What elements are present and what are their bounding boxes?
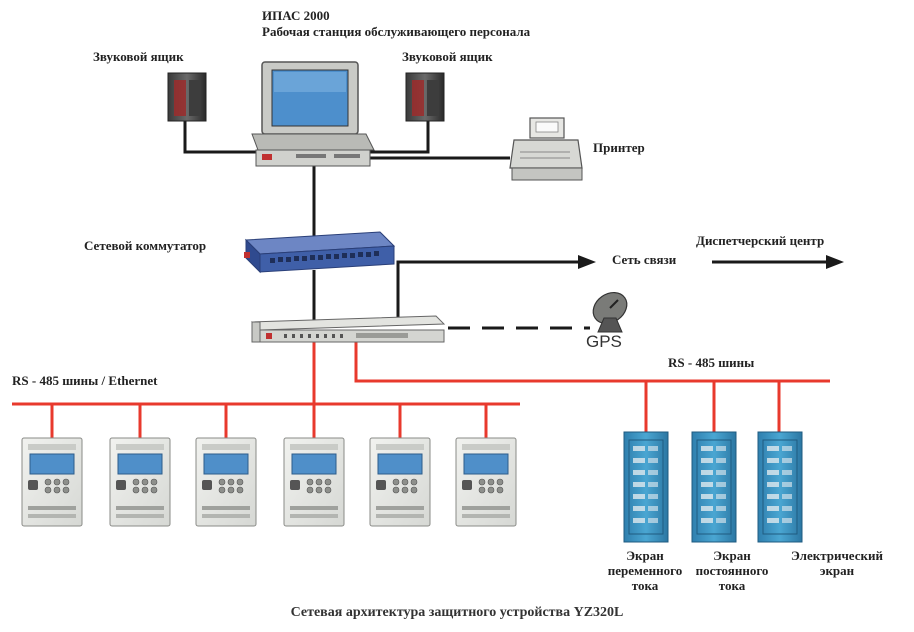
network-switch-icon	[244, 231, 396, 274]
network-arrow-head	[578, 255, 596, 269]
switch-label: Сетевой коммутатор	[84, 238, 207, 253]
dispatch-center-label: Диспетчерский центр	[696, 233, 825, 248]
workstation-subtitle: Рабочая станция обслуживающего персонала	[262, 24, 531, 39]
cabinet-3-line2: экран	[819, 563, 855, 578]
cabinet-2-line3: тока	[718, 578, 746, 593]
gps-satellite-dish-icon	[592, 291, 628, 333]
cabinet-1-line1: Экран	[626, 548, 664, 563]
speaker-left-cable	[183, 118, 262, 154]
cabinet-3-line1: Электрический	[791, 548, 883, 563]
relay-device-icon	[109, 437, 171, 527]
cabinet-1-line2: переменного	[607, 563, 683, 578]
cabinet-2-line1: Экран	[713, 548, 751, 563]
comm-network-label: Сеть связи	[612, 252, 677, 267]
cabinet-2-line2: постоянного	[695, 563, 769, 578]
bus-right-main	[354, 340, 830, 383]
speaker-left-icon	[167, 72, 207, 122]
bus-right-label: RS - 485 шины	[668, 355, 755, 370]
cabinet-1-label: Экран переменного тока	[590, 548, 700, 593]
switchgear-cabinet-icon	[691, 431, 737, 543]
cabinet-2-label: Экран постоянного тока	[682, 548, 782, 593]
speaker-left-label: Звуковой ящик	[93, 49, 184, 64]
relay-device-icon	[369, 437, 431, 527]
relay-device-icon	[455, 437, 517, 527]
protocol-converter-icon	[250, 315, 446, 343]
signal-lines	[183, 118, 828, 320]
relay-device-icon	[21, 437, 83, 527]
relay-device-icon	[283, 437, 345, 527]
workstation-computer-icon	[251, 61, 375, 167]
rs485-bus-lines	[12, 340, 830, 440]
cabinet-3-label: Электрический экран	[774, 548, 900, 578]
workstation-title: ИПАС 2000	[262, 8, 330, 23]
printer-icon	[509, 117, 583, 181]
gps-label: GPS	[586, 332, 622, 351]
bus-left-label: RS - 485 шины / Ethernet	[12, 373, 158, 388]
figure-caption: Сетевая архитектура защитного устройства…	[290, 605, 624, 620]
cabinet-1-line3: тока	[631, 578, 659, 593]
printer-label: Принтер	[593, 140, 645, 155]
relay-device-icon	[195, 437, 257, 527]
switchgear-cabinet-icon	[623, 431, 669, 543]
switchgear-cabinet-icon	[757, 431, 803, 543]
network-cable	[396, 260, 580, 320]
speaker-right-icon	[405, 72, 445, 122]
speaker-right-cable	[366, 118, 430, 154]
speaker-right-label: Звуковой ящик	[402, 49, 493, 64]
dispatch-arrow-head	[826, 255, 844, 269]
